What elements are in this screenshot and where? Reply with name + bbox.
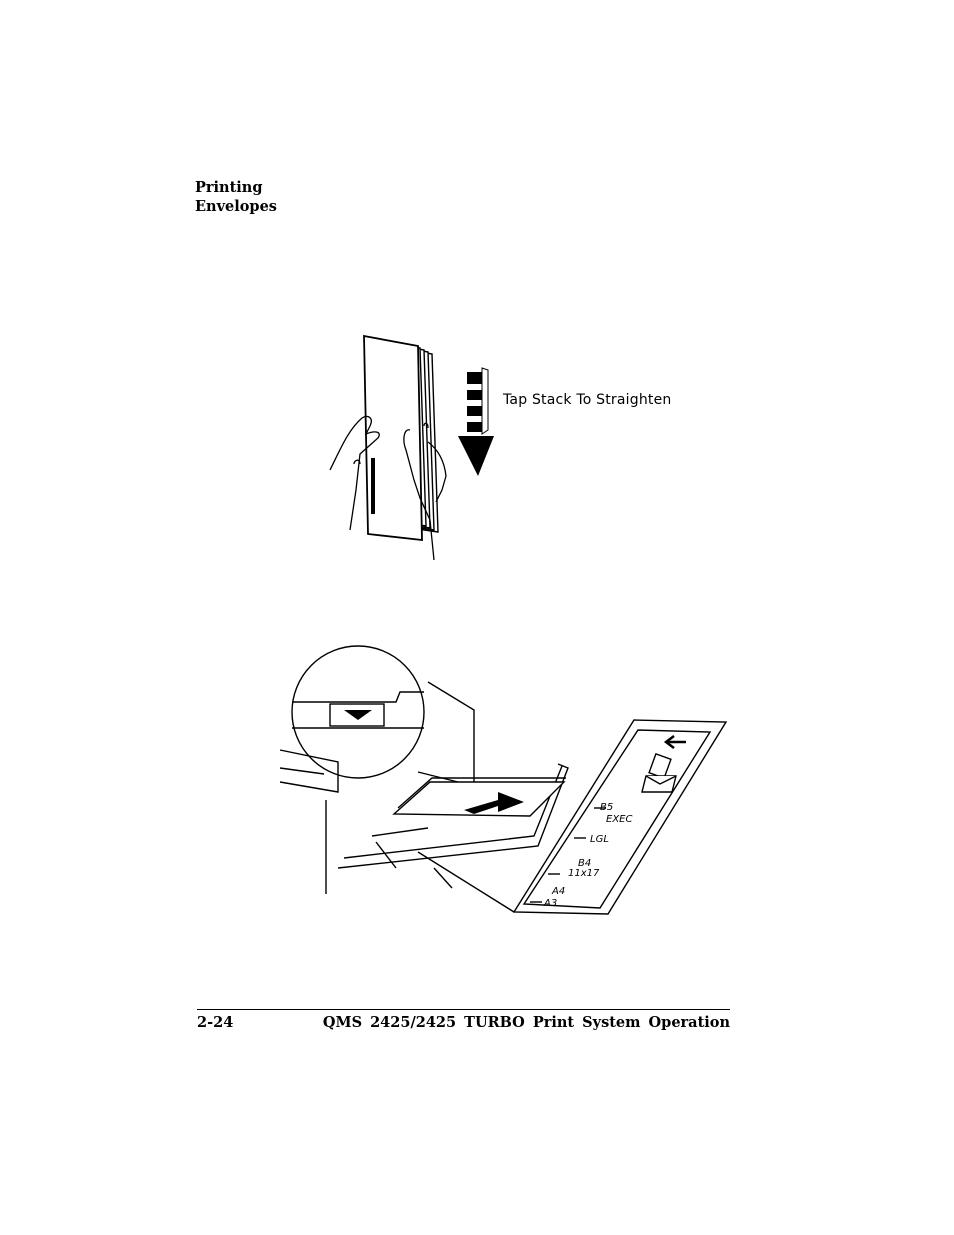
running-title: QMS 2425/2425 TURBO Print System Operati… xyxy=(322,1014,730,1031)
section-heading-line1: Printing xyxy=(195,179,263,196)
left-arrow-icon xyxy=(663,735,686,749)
guide-label: B5 xyxy=(600,802,613,813)
down-triangle-icon xyxy=(344,710,372,720)
section-heading-line2: Envelopes xyxy=(195,198,277,215)
down-arrow-icon xyxy=(458,367,494,476)
guide-label: B4 xyxy=(578,858,591,869)
section-heading: Printing Envelopes xyxy=(195,178,277,216)
footer-rule xyxy=(197,1009,730,1010)
envelope-icon xyxy=(641,775,677,793)
guide-label: A4 xyxy=(551,886,565,897)
guide-label: EXEC xyxy=(606,814,632,825)
tap-stack-illustration xyxy=(329,334,494,560)
multipurpose-tray-illustration: B5 EXEC LGL B4 11x17 A4 A3 xyxy=(279,645,728,915)
page-number: 2-24 xyxy=(197,1014,234,1031)
guide-label: 11x17 xyxy=(568,868,600,879)
figure1-caption: Tap Stack To Straighten xyxy=(503,392,672,408)
guide-label: A3 xyxy=(543,898,557,909)
guide-label: LGL xyxy=(590,834,609,845)
